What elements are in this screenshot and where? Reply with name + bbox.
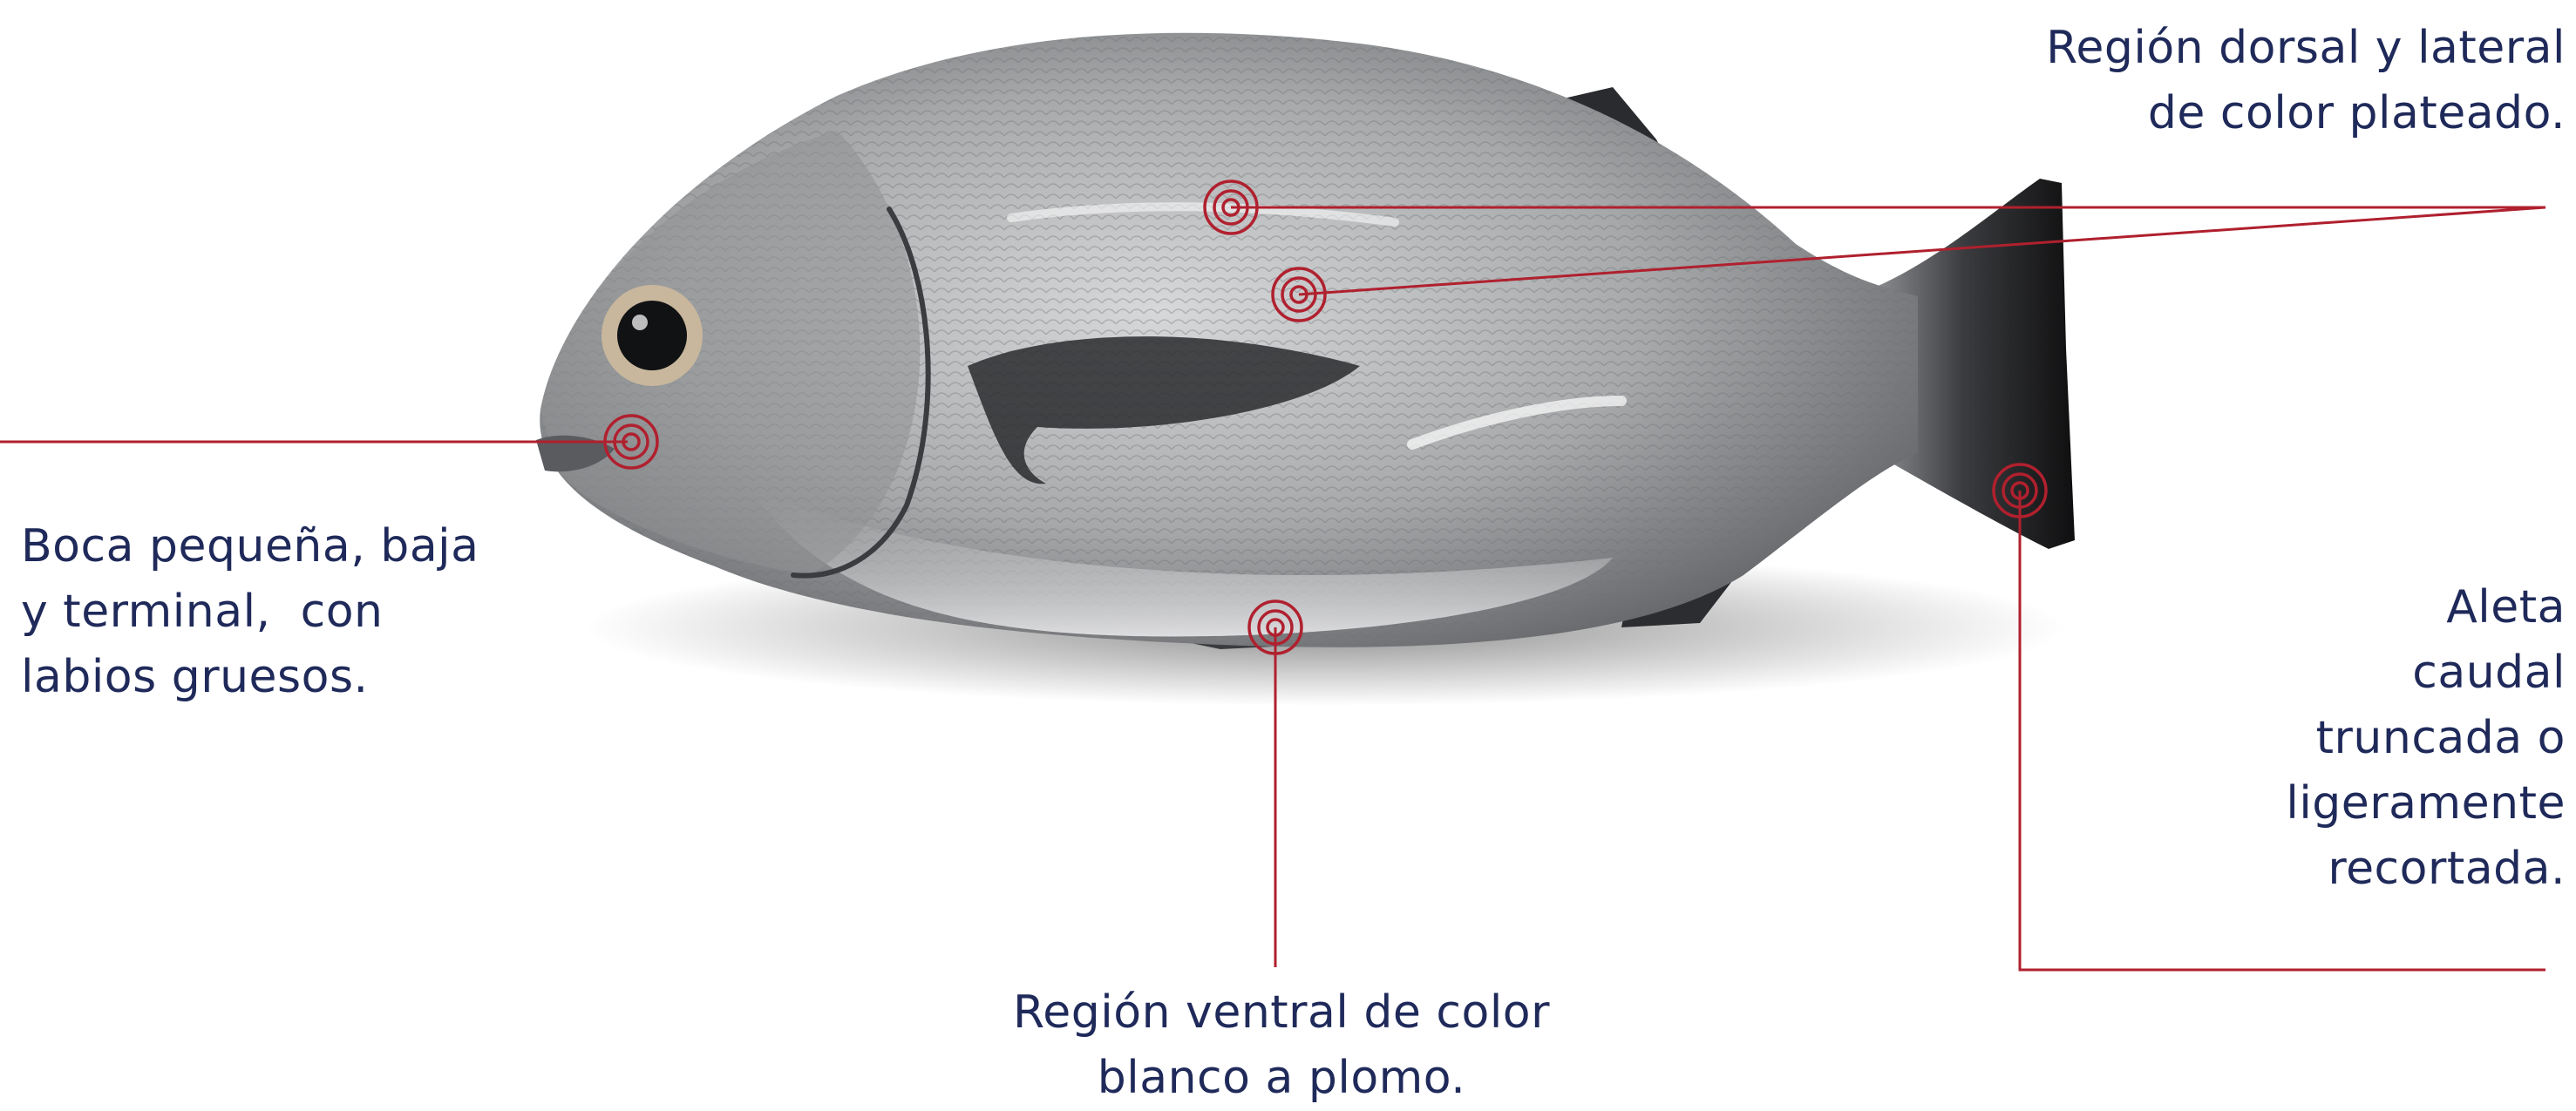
label-ventral-region: Región ventral de color blanco a plomo. xyxy=(976,980,1587,1111)
label-caudal-line-1: Aleta xyxy=(2286,575,2566,640)
label-caudal-line-3: truncada o xyxy=(2286,706,2566,771)
label-dorsal-line-2: de color plateado. xyxy=(2046,81,2566,146)
label-mouth-line-2: y terminal, con xyxy=(21,579,479,645)
label-caudal-line-5: recortada. xyxy=(2286,837,2566,902)
label-mouth-line-3: labios gruesos. xyxy=(21,645,479,710)
label-caudal-line-4: ligeramente xyxy=(2286,771,2566,837)
label-mouth-line-1: Boca pequeña, baja xyxy=(21,514,479,579)
label-caudal-fin: Aleta caudal truncada o ligeramente reco… xyxy=(2286,575,2566,902)
label-dorsal-region: Región dorsal y lateral de color platead… xyxy=(2046,16,2566,146)
label-ventral-line-1: Región ventral de color xyxy=(976,980,1587,1046)
label-ventral-line-2: blanco a plomo. xyxy=(976,1046,1587,1111)
label-mouth: Boca pequeña, baja y terminal, con labio… xyxy=(21,514,479,710)
label-caudal-line-2: caudal xyxy=(2286,640,2566,706)
label-dorsal-line-1: Región dorsal y lateral xyxy=(2046,16,2566,81)
